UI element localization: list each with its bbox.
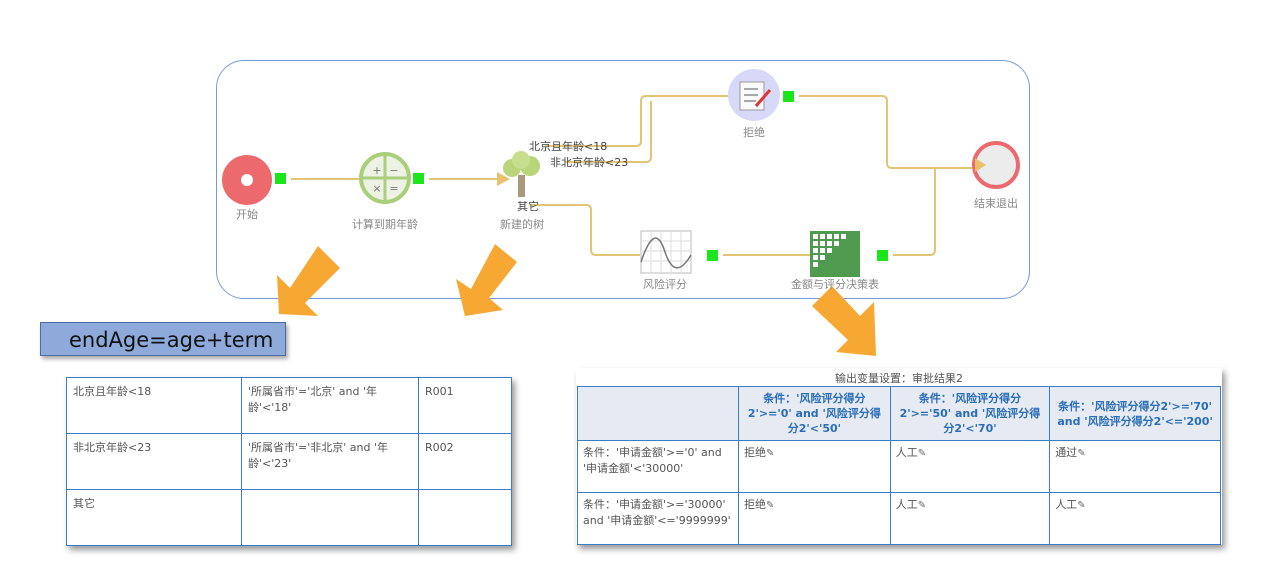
node-label-reject: 拒绝 [743, 126, 765, 139]
decision-table-title: 输出变量设置：审批结果2 [835, 372, 963, 385]
svg-text:×: × [372, 182, 381, 195]
edge-reject-end [799, 95, 972, 169]
rule-condition: '所属省市'='北京' and '年龄'<'18' [241, 377, 419, 434]
arrow-down-left-2 [456, 244, 517, 316]
node-label-calc: 计算到期年龄 [352, 218, 418, 231]
pencil-icon[interactable]: ✎ [766, 500, 775, 511]
table-row: 非北京年龄<23'所属省市'='非北京' and '年龄'<'23'R002 [66, 433, 512, 490]
rule-condition: '所属省市'='非北京' and '年龄'<'23' [241, 433, 419, 490]
risk-curve-icon[interactable] [640, 230, 692, 274]
result-value: 拒绝 [744, 498, 766, 511]
node-label-start: 开始 [236, 208, 258, 221]
tree-icon[interactable] [497, 151, 540, 197]
port-decision[interactable] [877, 250, 888, 261]
rule-name: 非北京年龄<23 [66, 433, 242, 490]
edge-tree-reject-1 [545, 95, 730, 147]
result-cell[interactable]: 通过✎ [1049, 440, 1221, 493]
pencil-icon[interactable]: ✎ [1077, 500, 1086, 511]
header-score-50-70: 条件：'风险评分得分2'>='50' and '风险评分得分2'<'70' [889, 386, 1051, 441]
tree-rules-table: 北京且年龄<18'所属省市'='北京' and '年龄'<'18'R001 非北… [66, 377, 512, 546]
result-cell[interactable]: 人工✎ [1049, 492, 1221, 545]
header-score-70-200: 条件：'风险评分得分2'>='70' and '风险评分得分2'<='200' [1049, 386, 1221, 441]
svg-text:−: − [389, 164, 398, 177]
branch-label-1: 北京且年龄<18 [529, 140, 608, 153]
rule-code: R002 [418, 433, 512, 490]
svg-text:=: = [389, 182, 398, 195]
pencil-icon[interactable]: ✎ [917, 448, 927, 459]
calculator-icon[interactable]: +−× = [359, 152, 411, 204]
table-row: 条件：'申请金额'>='0' and '申请金额'<'30000' 拒绝✎ 人工… [577, 440, 1221, 493]
result-value: 人工 [1055, 498, 1078, 511]
branch-label-2: 非北京年龄<23 [550, 156, 629, 169]
port-reject[interactable] [783, 91, 794, 102]
pencil-icon[interactable]: ✎ [1077, 448, 1086, 459]
edge-tree-risk [530, 204, 640, 256]
decision-table-panel: 输出变量设置：审批结果2 条件：'风险评分得分2'>='0' and '风险评分… [576, 368, 1222, 545]
rule-code: R001 [418, 377, 512, 434]
result-cell[interactable]: 拒绝✎ [738, 492, 891, 545]
result-value: 人工 [895, 446, 918, 459]
header-row: 条件：'风险评分得分2'>='0' and '风险评分得分2'<'50' 条件：… [577, 386, 1221, 441]
table-row: 条件：'申请金额'>='30000' and '申请金额'<='9999999'… [577, 492, 1221, 545]
port-risk[interactable] [707, 250, 718, 261]
formula-box: endAge=age+term [40, 322, 286, 356]
start-node[interactable] [222, 155, 272, 205]
rule-condition [241, 489, 419, 546]
result-cell[interactable]: 人工✎ [889, 440, 1051, 493]
rule-name: 北京且年龄<18 [66, 377, 242, 434]
result-value: 拒绝 [744, 446, 766, 459]
svg-text:+: + [372, 164, 381, 177]
document-pen-icon[interactable] [728, 69, 780, 121]
pencil-icon[interactable]: ✎ [766, 448, 775, 459]
end-node[interactable] [972, 141, 1020, 189]
node-label-end: 结束退出 [974, 197, 1018, 210]
result-value: 人工 [895, 498, 918, 511]
table-row: 其它 [66, 489, 512, 546]
node-label-risk: 风险评分 [643, 278, 687, 291]
row-condition: 条件：'申请金额'>='30000' and '申请金额'<='9999999' [577, 492, 739, 545]
port-calc[interactable] [413, 173, 424, 184]
branch-label-3: 其它 [517, 200, 539, 213]
header-score-0-50: 条件：'风险评分得分2'>='0' and '风险评分得分2'<'50' [738, 386, 891, 441]
arrow-down-left-1 [277, 246, 340, 316]
edge-tree-reject-2 [565, 101, 652, 163]
edge-decision-end [893, 168, 936, 256]
rule-code [418, 489, 512, 546]
result-value: 通过 [1055, 446, 1078, 459]
result-cell[interactable]: 拒绝✎ [738, 440, 891, 493]
node-label-decision: 金额与评分决策表 [791, 278, 879, 291]
result-cell[interactable]: 人工✎ [889, 492, 1051, 545]
header-corner [577, 386, 739, 441]
decision-grid-icon[interactable] [810, 231, 860, 277]
arrow-down-right [812, 286, 876, 356]
rule-name: 其它 [66, 489, 242, 546]
row-condition: 条件：'申请金额'>='0' and '申请金额'<'30000' [577, 440, 739, 493]
pencil-icon[interactable]: ✎ [917, 500, 927, 511]
table-row: 北京且年龄<18'所属省市'='北京' and '年龄'<'18'R001 [66, 377, 512, 434]
port-start[interactable] [275, 173, 286, 184]
node-label-tree: 新建的树 [500, 218, 544, 231]
